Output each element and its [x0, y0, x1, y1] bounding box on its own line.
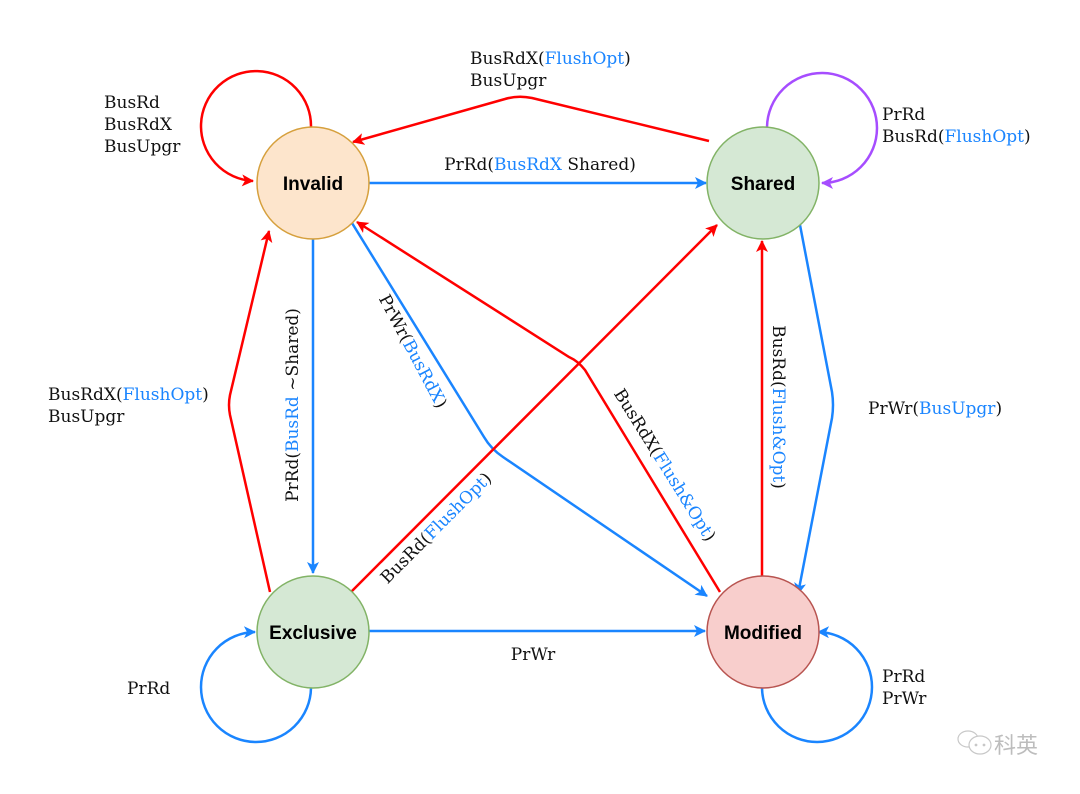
- edge-label-event: PrWr(: [374, 291, 416, 345]
- label-modified-to-shared: BusRd(Flush&Opt): [768, 325, 788, 489]
- edge-label-event: PrRd: [882, 667, 925, 687]
- edge-label-bus-action: FlushOpt: [421, 473, 491, 543]
- edge-label-event: ): [995, 399, 1002, 419]
- edge-label-line: PrWr: [882, 689, 927, 709]
- edge-label-bus-action: FlushOpt: [123, 385, 203, 405]
- label-exclusive-to-invalid: BusRdX(FlushOpt)BusUpgr: [48, 385, 209, 427]
- edge-label-event: BusRdX(: [48, 385, 123, 405]
- label-exclusive-to-modified: PrWr: [511, 645, 556, 665]
- state-exclusive-label: Exclusive: [269, 623, 357, 644]
- edge-label-line: BusRdX: [104, 115, 173, 135]
- edge-label-event: Shared): [562, 155, 636, 175]
- label-exclusive-self: PrRd: [127, 679, 170, 699]
- state-shared-label: Shared: [731, 174, 795, 195]
- edge-label-line: PrWr: [511, 645, 556, 665]
- label-invalid-to-shared: PrRd(BusRdX Shared): [444, 155, 636, 175]
- edge-label-line: BusRd(FlushOpt): [377, 469, 496, 588]
- edge-label-event: PrRd(: [283, 452, 303, 502]
- state-invalid-circle: [256, 126, 370, 240]
- edge-exclusive-self: [199, 626, 313, 744]
- edge-label-event: BusRdX(: [470, 49, 545, 69]
- edge-label-bus-action: Flush&Opt: [649, 449, 716, 540]
- edge-label-event: PrWr(: [868, 399, 919, 419]
- label-shared-to-invalid: BusRdX(FlushOpt)BusUpgr: [470, 49, 631, 91]
- state-exclusive: Exclusive: [256, 575, 370, 689]
- state-modified-circle: [706, 575, 820, 689]
- edge-label-line: PrRd: [127, 679, 170, 699]
- edge-label-line: BusRdX(FlushOpt): [48, 385, 209, 405]
- edge-label-event: PrRd: [882, 105, 925, 125]
- edge-label-event: BusUpgr: [104, 137, 181, 157]
- edge-label-event: BusRd(: [882, 127, 944, 147]
- edge-label-event: ): [202, 385, 209, 405]
- state-exclusive-circle: [256, 575, 370, 689]
- state-shared: Shared: [706, 126, 820, 240]
- edge-label-line: BusRdX(Flush&Opt): [609, 385, 719, 545]
- label-modified-to-invalid: BusRdX(Flush&Opt): [609, 385, 719, 545]
- edge-label-bus-action: BusRd: [283, 396, 303, 452]
- edge-exclusive-to-shared: [350, 224, 718, 593]
- state-modified: Modified: [706, 575, 820, 689]
- edge-exclusive-to-invalid: [227, 230, 273, 593]
- edge-label-event: ): [1024, 127, 1031, 147]
- edge-label-bus-action: Flush&Opt: [768, 388, 788, 483]
- edge-label-event: ~Shared): [283, 308, 303, 396]
- edge-invalid-to-modified: [350, 222, 708, 598]
- edge-label-line: PrRd(BusRd ~Shared): [283, 308, 303, 502]
- edge-label-line: BusUpgr: [48, 407, 125, 427]
- edge-modified-self: [760, 626, 874, 744]
- edge-label-event: PrWr: [882, 689, 927, 709]
- edge-label-event: ): [768, 482, 788, 489]
- edge-label-event: BusUpgr: [48, 407, 125, 427]
- edge-label-bus-action: FlushOpt: [944, 127, 1024, 147]
- edge-label-event: BusUpgr: [470, 71, 547, 91]
- edge-label-bus-action: BusRdX: [494, 155, 563, 175]
- state-shared-circle: [706, 126, 820, 240]
- state-invalid-label: Invalid: [283, 174, 343, 195]
- edge-label-event: BusRdX: [104, 115, 173, 135]
- edge-label-bus-action: FlushOpt: [545, 49, 625, 69]
- label-shared-to-modified: PrWr(BusUpgr): [868, 399, 1002, 419]
- label-invalid-to-modified: PrWr(BusRdX): [374, 291, 451, 411]
- label-exclusive-to-shared: BusRd(FlushOpt): [377, 469, 496, 588]
- watermark-text: 科英: [994, 734, 1038, 759]
- edge-label-line: PrRd(BusRdX Shared): [444, 155, 636, 175]
- edge-label-line: PrRd: [882, 667, 925, 687]
- edge-invalid-self: [199, 69, 313, 187]
- edge-label-line: BusRd(FlushOpt): [882, 127, 1031, 147]
- edge-shared-self: [765, 71, 879, 189]
- edge-label-line: BusRdX(FlushOpt): [470, 49, 631, 69]
- edge-modified-to-invalid: [356, 220, 722, 593]
- wechat-icon: [957, 730, 992, 755]
- edge-label-line: PrWr(BusRdX): [374, 291, 451, 411]
- label-invalid-to-exclusive: PrRd(BusRd ~Shared): [283, 308, 303, 502]
- state-modified-label: Modified: [724, 623, 802, 644]
- edge-shared-to-modified: [794, 224, 835, 595]
- edge-label-line: BusUpgr: [470, 71, 547, 91]
- edge-label-event: PrWr: [511, 645, 556, 665]
- edge-shared-to-invalid: [352, 95, 710, 145]
- edge-label-event: PrRd(: [444, 155, 494, 175]
- edge-label-line: PrRd: [882, 105, 925, 125]
- edge-label-line: BusRd: [104, 93, 160, 113]
- edge-label-event: PrRd: [127, 679, 170, 699]
- watermark: 科英: [957, 730, 1038, 759]
- edge-label-line: BusUpgr: [104, 137, 181, 157]
- edge-label-line: BusRd(Flush&Opt): [768, 325, 788, 489]
- edge-label-line: PrWr(BusUpgr): [868, 399, 1002, 419]
- edge-label-bus-action: BusRdX: [398, 337, 448, 407]
- edge-label-bus-action: BusUpgr: [919, 399, 996, 419]
- state-invalid: Invalid: [256, 126, 370, 240]
- edge-label-event: BusRd(: [768, 325, 788, 387]
- edge-label-event: BusRd: [104, 93, 160, 113]
- edge-label-event: ): [624, 49, 631, 69]
